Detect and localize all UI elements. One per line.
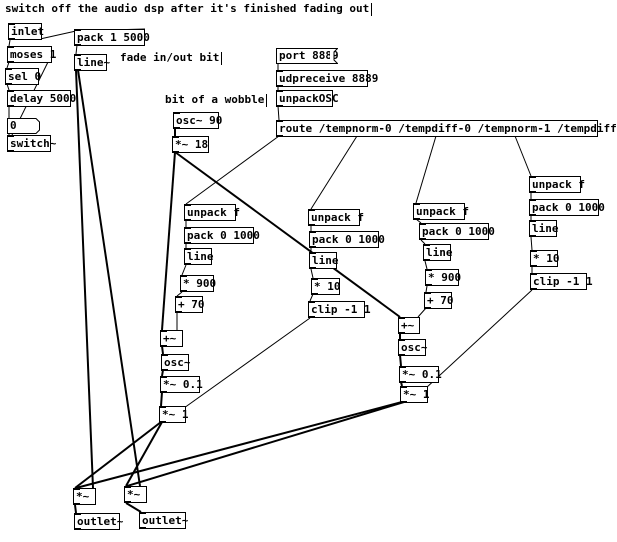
voice1-mul1-object[interactable]: *~ 1 <box>400 386 430 403</box>
wire <box>6 61 10 69</box>
comment-text: switch off the audio dsp after it's fini… <box>5 2 370 15</box>
wire <box>185 135 280 205</box>
inlet-object[interactable]: inlet <box>8 23 44 40</box>
zero-message-box[interactable]: 0 <box>7 118 40 134</box>
switch-dsp-object[interactable]: switch~ <box>7 135 56 152</box>
chain1-mul-object[interactable]: * 10 <box>311 278 341 295</box>
voice1-mul01-object[interactable]: *~ 0.1 <box>399 366 442 383</box>
comment-text: bit of a wobble <box>165 93 265 106</box>
signal-wire <box>161 345 164 355</box>
chain1-clip-object[interactable]: clip -1 1 <box>308 301 371 318</box>
chain3-pack-object[interactable]: pack 0 1000 <box>529 199 605 216</box>
signal-wire <box>125 421 163 487</box>
signal-wire <box>399 354 402 367</box>
wire <box>310 268 314 279</box>
outlet-left-object[interactable]: outlet~ <box>74 513 123 530</box>
signal-wire <box>161 369 164 377</box>
wire <box>183 317 311 409</box>
wire <box>181 264 187 276</box>
wire <box>417 307 427 318</box>
comment-text: fade in/out bit <box>120 51 220 64</box>
chain1-line-object[interactable]: line <box>309 252 339 269</box>
signal-wire <box>75 69 94 489</box>
wire <box>514 135 532 177</box>
chain0-pack-object[interactable]: pack 0 1000 <box>184 227 260 244</box>
unpackosc-object[interactable]: unpackOSC <box>276 90 339 107</box>
chain2-line-object[interactable]: line <box>423 244 453 261</box>
chain2-unpack-object[interactable]: unpack f <box>413 203 469 220</box>
voice0-mul01-object[interactable]: *~ 0.1 <box>160 376 203 393</box>
signal-wire <box>125 502 142 513</box>
message-flag-shape <box>330 48 338 64</box>
udpreceive-object[interactable]: udpreceive 8889 <box>276 70 378 87</box>
wire <box>277 105 280 121</box>
signal-wire <box>126 401 405 487</box>
route-object[interactable]: route /tempnorm-0 /tempdiff-0 /tempnorm-… <box>276 120 617 137</box>
voice1-add-object[interactable]: +~ <box>398 317 420 334</box>
signal-wire <box>160 391 163 407</box>
outlet-right-object[interactable]: outlet~ <box>139 512 188 529</box>
signal-wire <box>161 151 176 331</box>
wire <box>530 236 533 251</box>
chain2-pack-object[interactable]: pack 0 1000 <box>419 223 495 240</box>
comment-fade: fade in/out bit <box>120 51 223 65</box>
chain2-mul-object[interactable]: * 900 <box>425 269 461 286</box>
wire <box>309 293 314 302</box>
chain0-mul-object[interactable]: * 900 <box>180 275 216 292</box>
signal-wire <box>174 151 401 318</box>
voice0-osc-object[interactable]: osc~ <box>161 354 191 371</box>
out-mul-left-object[interactable]: *~ <box>73 488 96 505</box>
comment-cursor <box>266 93 268 107</box>
line-fade-object[interactable]: line~ <box>74 54 110 71</box>
chain0-add-object[interactable]: + 70 <box>175 296 205 313</box>
chain3-clip-object[interactable]: clip -1 1 <box>530 273 593 290</box>
message-text: 0 <box>10 119 17 132</box>
moses-object[interactable]: moses 1 <box>7 46 56 63</box>
voice1-osc-object[interactable]: osc~ <box>398 339 428 356</box>
wire <box>415 135 437 204</box>
chain1-unpack-object[interactable]: unpack f <box>308 209 364 226</box>
chain1-pack-object[interactable]: pack 0 1000 <box>309 231 385 248</box>
comment-cursor <box>221 51 223 65</box>
chain3-unpack-object[interactable]: unpack f <box>529 176 585 193</box>
delay-object[interactable]: delay 5000 <box>7 90 76 107</box>
wire <box>424 260 428 270</box>
signal-wire <box>74 421 162 489</box>
wire <box>6 83 10 91</box>
signal-wire <box>74 504 77 514</box>
wire <box>425 285 428 293</box>
wire <box>425 289 533 389</box>
chain2-add-object[interactable]: + 70 <box>424 292 454 309</box>
out-mul-right-object[interactable]: *~ <box>124 486 147 503</box>
chain0-line-object[interactable]: line <box>184 248 214 265</box>
message-text: port 8889 <box>279 49 339 62</box>
osc-wobble-object[interactable]: osc~ 90 <box>173 112 222 129</box>
signal-wire <box>77 69 141 487</box>
comment-cursor <box>371 2 373 16</box>
voice0-add-object[interactable]: +~ <box>160 330 183 347</box>
port-message-box[interactable]: port 8889 <box>276 48 339 64</box>
voice0-mul1-object[interactable]: *~ 1 <box>159 406 189 423</box>
wire <box>176 291 183 297</box>
mul-wobble-object[interactable]: *~ 18 <box>172 136 209 153</box>
comment-wobble: bit of a wobble <box>165 93 268 107</box>
sel-object[interactable]: sel 0 <box>5 68 41 85</box>
pack-fade-object[interactable]: pack 1 5000 <box>74 29 150 46</box>
chain3-mul-object[interactable]: * 10 <box>530 250 560 267</box>
wire <box>8 39 11 47</box>
wire <box>310 135 358 210</box>
message-flag-shape <box>32 118 40 134</box>
chain3-line-object[interactable]: line <box>529 220 559 237</box>
signal-wire <box>75 401 403 489</box>
comment-title: switch off the audio dsp after it's fini… <box>5 2 373 16</box>
wire <box>75 44 78 55</box>
chain0-unpack-object[interactable]: unpack f <box>184 204 240 221</box>
wire <box>420 239 426 245</box>
wire <box>39 30 77 40</box>
